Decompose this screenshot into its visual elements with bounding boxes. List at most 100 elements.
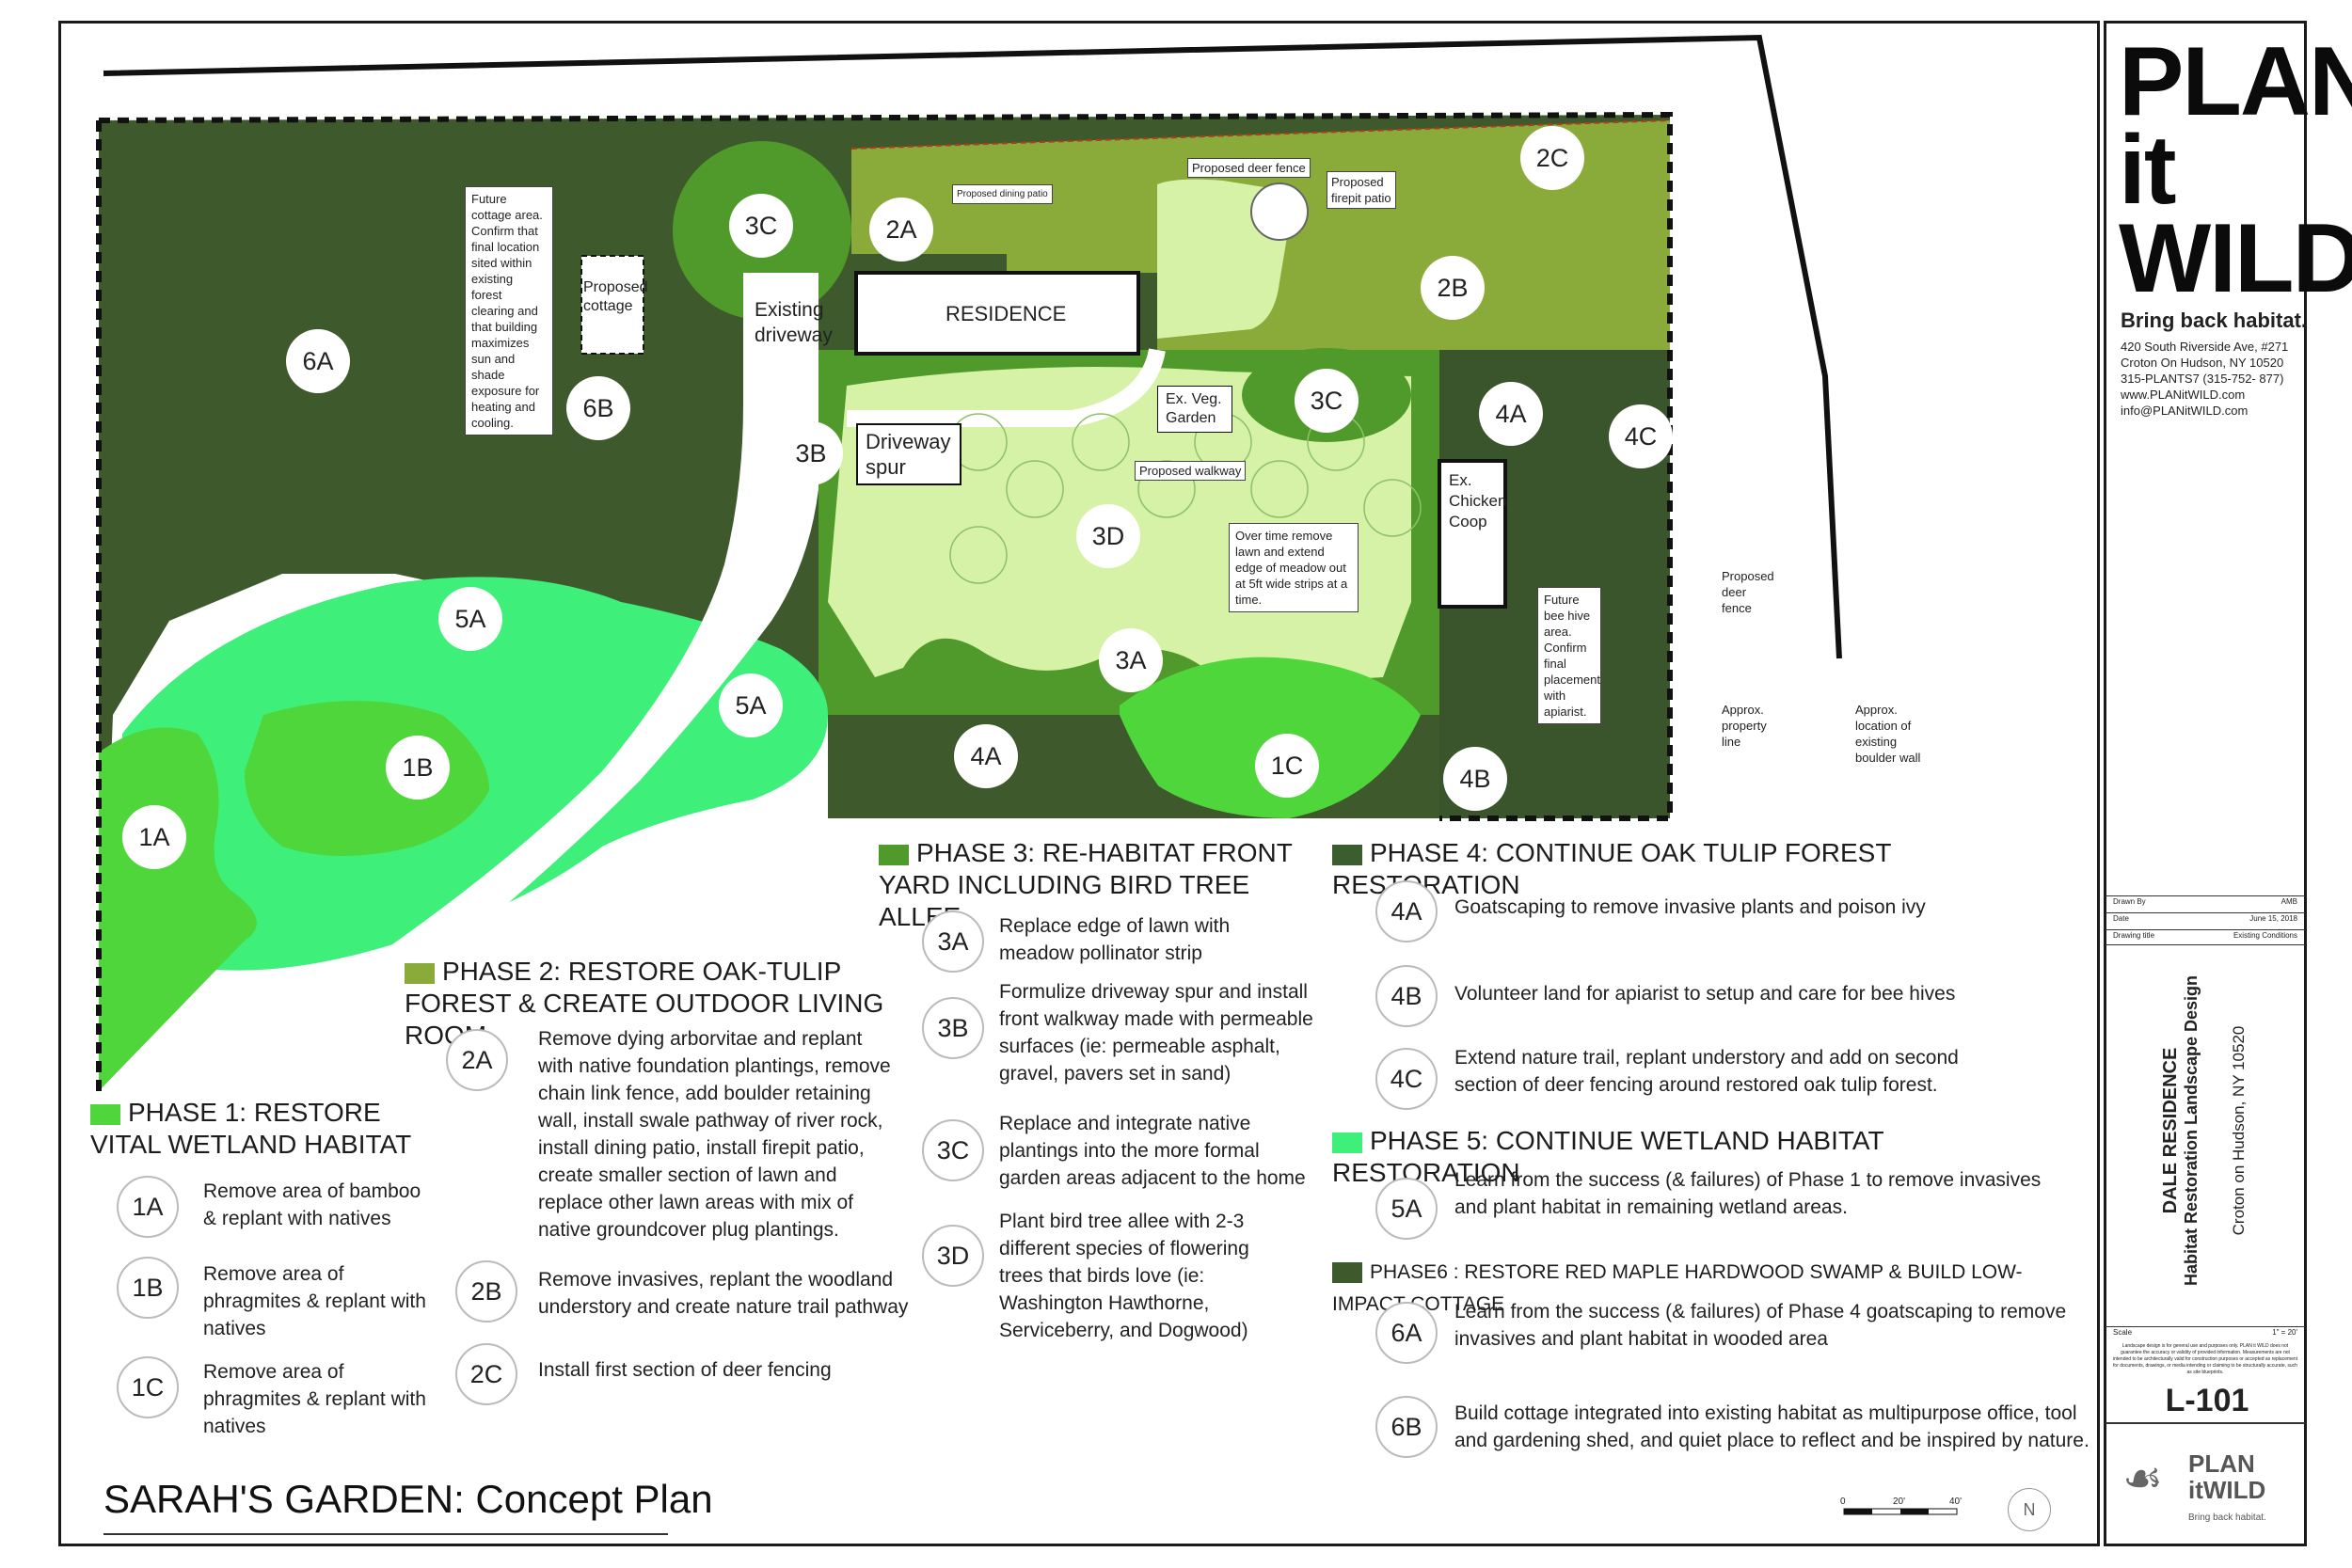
tb-project-panel: DALE RESIDENCE Habitat Restoration Lands… [2106,944,2305,1325]
veg-garden-label: Ex. Veg. Garden [1157,386,1232,433]
legend-text-3a: Replace edge of lawn with meadow pollina… [999,915,1231,964]
tb-drawn-by: Drawn By AMB [2106,895,2305,908]
sheet-number-rule [2106,1422,2305,1424]
proposed-cottage [580,255,644,355]
legend-code-6a: 6A [1375,1302,1438,1364]
zone-label-3c-front: 3C [1295,369,1359,433]
scale-tick-20: 20' [1893,1497,1906,1507]
drawing-frame [58,21,2100,1546]
phase1-title: PHASE 1: RESTORE VITAL WETLAND HABITAT [90,1098,412,1159]
callout-firepit-patio: Proposed firepit patio [1327,171,1396,209]
callout-dining-patio: Proposed dining patio [952,184,1053,204]
small-logo: ☙ PLAN itWILD Bring back habitat. [2122,1449,2266,1523]
driveway-label: Existing driveway [755,299,833,346]
cottage-label: Proposed cottage [583,279,648,314]
phase1-swatch [90,1103,120,1125]
callout-deer-fence-right: Proposed deer fence [1722,569,1774,615]
firepit-patio [1250,182,1309,241]
zone-label-2b: 2B [1421,256,1485,320]
boulder-wall-line [103,34,1842,659]
driveway [99,273,818,1171]
phase3-heading: PHASE 3: RE-HABITAT FRONT YARD INCLUDING… [879,837,1311,933]
legend-code-5a: 5A [1375,1178,1438,1240]
scale-tick-40: 40' [1949,1497,1963,1507]
legend-code-3a: 3A [922,911,984,973]
chicken-coop [1438,459,1507,609]
firm-tagline: Bring back habitat. [2121,309,2308,332]
callout-boulder-wall: Approx. location of existing boulder wal… [1855,703,1921,765]
phase4-heading: PHASE 4: CONTINUE OAK TULIP FOREST RESTO… [1332,837,1991,901]
zone-label-3d: 3D [1076,504,1140,568]
firm-address: 420 South Riverside Ave, #271 Croton On … [2121,340,2289,418]
callout-property-line: Approx. property line [1722,703,1767,749]
legend-text-4a: Goatscaping to remove invasive plants an… [1454,896,1926,918]
legend-code-1a: 1A [117,1176,179,1238]
tb-scale: Scale 1" = 20' [2106,1326,2305,1338]
legend-code-4c: 4C [1375,1048,1438,1110]
zone-label-1c: 1C [1255,734,1319,798]
legend-code-3c: 3C [922,1119,984,1181]
zone-label-6a: 6A [286,329,350,393]
residence-label: RESIDENCE [946,302,1067,325]
legend-text-3d: Plant bird tree allee with 2-3 different… [999,1211,1249,1341]
firm-logo: PLAN it WILD [2119,27,2352,313]
legend-code-2b: 2B [455,1260,517,1323]
phase2-swatch [405,962,435,984]
legend-code-1c: 1C [117,1356,179,1418]
zone-label-4a-south: 4A [954,724,1018,788]
driveway-spur-label: Driveway spur [856,423,961,485]
legend-text-5a: Learn from the success (& failures) of P… [1454,1169,2042,1218]
scale-tick-0: 0 [1840,1497,1846,1507]
legend-text-4c: Extend nature trail, replant understory … [1454,1047,1959,1096]
legend-text-2a: Remove dying arborvitae and replant with… [538,1028,891,1241]
chicken-coop-label: Ex. Chicken Coop [1449,471,1507,531]
legend-text-6b: Build cottage integrated into existing h… [1454,1402,2090,1451]
legend-text-6a: Learn from the success (& failures) of P… [1454,1301,2067,1350]
north-arrow-icon: N [2008,1488,2051,1531]
phase2-title: PHASE 2: RESTORE OAK-TULIP FOREST & CREA… [405,957,884,1050]
phase1-heading: PHASE 1: RESTORE VITAL WETLAND HABITAT [90,1097,429,1161]
phase4-swatch [1332,844,1362,865]
legend-code-2a: 2A [446,1029,508,1091]
legend-text-1b: Remove area of phragmites & replant with… [203,1263,426,1339]
zone-label-5a-west: 5A [438,587,502,651]
title-block [2104,21,2307,1546]
legend-code-1b: 1B [117,1257,179,1319]
note-meadow: Over time remove lawn and extend edge of… [1229,523,1359,612]
phase5-swatch [1332,1132,1362,1153]
phase6-swatch [1332,1262,1362,1284]
legend-code-3d: 3D [922,1225,984,1287]
zone-label-4a-east: 4A [1479,382,1543,446]
zone-label-1b: 1B [386,736,450,800]
zone-label-5a-east: 5A [719,673,783,737]
zone-label-2a: 2A [869,198,933,261]
sheet-number: L-101 [2165,1383,2249,1418]
note-cottage: Future cottage area. Confirm that final … [465,186,553,436]
phase5-title: PHASE 5: CONTINUE WETLAND HABITAT RESTOR… [1332,1126,1884,1187]
tb-drawing-title: Drawing title Existing Conditions [2106,929,2305,942]
walkway-curve [847,348,1166,427]
note-bee-hive: Future bee hive area. Confirm final plac… [1537,587,1601,724]
scale-bar [1843,1508,1958,1515]
legend-text-1c: Remove area of phragmites & replant with… [203,1361,426,1437]
phase3-swatch [879,844,909,865]
page-title: SARAH'S GARDEN: Concept Plan [103,1477,713,1521]
legend-text-2c: Install first section of deer fencing [538,1359,832,1381]
callout-walkway: Proposed walkway [1135,461,1247,481]
property-boundary [96,111,1673,1091]
legend-code-6b: 6B [1375,1396,1438,1458]
legend-text-1a: Remove area of bamboo & replant with nat… [203,1180,421,1229]
legend-code-4a: 4A [1375,880,1438,942]
legend-code-4b: 4B [1375,965,1438,1027]
legend-text-3c: Replace and integrate native plantings i… [999,1113,1306,1189]
deer-fence-line [850,119,1671,150]
legend-text-3b: Formulize driveway spur and install fron… [999,981,1313,1085]
title-underline [103,1533,668,1535]
wheelbarrow-icon: ☙ [2122,1454,2164,1504]
callout-deer-fence-top: Proposed deer fence [1187,158,1311,178]
phase2-heading: PHASE 2: RESTORE OAK-TULIP FOREST & CREA… [405,956,903,1052]
phase3-title: PHASE 3: RE-HABITAT FRONT YARD INCLUDING… [879,838,1293,931]
zone-label-1a: 1A [122,805,186,869]
zone-label-4c: 4C [1609,404,1673,468]
zone-label-2c: 2C [1520,126,1584,190]
